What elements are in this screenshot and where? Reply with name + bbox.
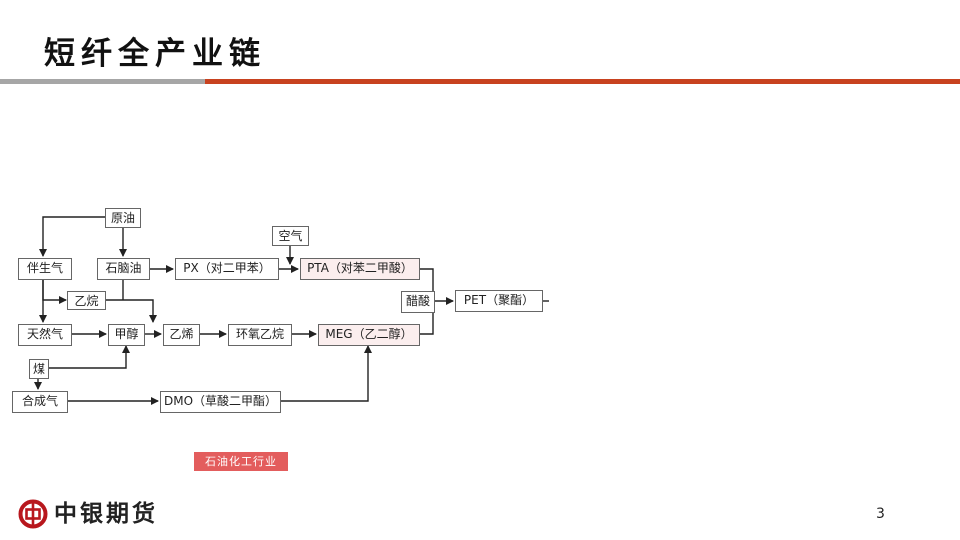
edge-crude-to-associated-gas <box>39 216 105 257</box>
node-ethylene: 乙烯 <box>163 324 200 346</box>
edge-associated-gas-to-ethane <box>42 280 67 304</box>
page-title: 短纤全产业链 <box>44 36 266 72</box>
node-dmo: DMO（草酸二甲酯） <box>160 391 281 413</box>
edge-coal-to-methanol <box>37 345 130 379</box>
page-number: 3 <box>876 506 885 522</box>
header-divider-grey <box>0 79 205 84</box>
brand-name: 中银期货 <box>54 501 158 527</box>
node-syngas: 合成气 <box>12 391 68 413</box>
edge-dmo-to-meg <box>281 345 372 402</box>
node-pet: PET（聚酯） <box>455 290 543 312</box>
node-acetic-acid: 醋酸 <box>401 291 435 313</box>
node-ethylene-oxide: 环氧乙烷 <box>228 324 292 346</box>
edge-ethane-to-ethylene <box>106 299 157 323</box>
category-tag: 石油化工行业 <box>194 452 288 471</box>
node-naphtha: 石脑油 <box>97 258 150 280</box>
node-crude-oil: 原油 <box>105 208 141 228</box>
node-air: 空气 <box>272 226 309 246</box>
node-pta: PTA（对苯二甲酸） <box>300 258 420 280</box>
header-divider-red <box>205 79 960 84</box>
node-natural-gas: 天然气 <box>18 324 72 346</box>
node-methanol: 甲醇 <box>108 324 145 346</box>
bank-of-china-logo-icon <box>18 499 48 529</box>
node-coal: 煤 <box>29 359 49 379</box>
node-px: PX（对二甲苯） <box>175 258 279 280</box>
node-ethane: 乙烷 <box>67 291 106 310</box>
node-associated-gas: 伴生气 <box>18 258 72 280</box>
node-meg: MEG（乙二醇） <box>318 324 420 346</box>
